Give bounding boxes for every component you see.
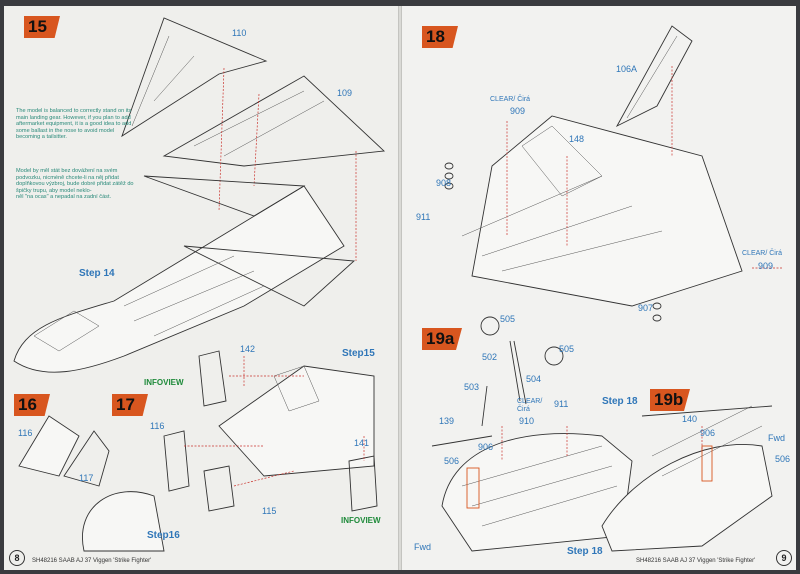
- part-506-label-step19a: 506: [444, 456, 460, 466]
- part-505-label-a: 505: [500, 314, 516, 324]
- instruction-spread: 15 110 109 Step 14 The model is balanced…: [4, 6, 796, 570]
- wing-part-109: [162, 75, 386, 167]
- part-503-rod: [481, 385, 488, 427]
- clear-909-right-label: CLEAR/ Čirá: [742, 250, 783, 257]
- step-16-ref: Step16: [147, 530, 180, 541]
- clear-909-right-num: 909: [758, 261, 774, 271]
- strut-503: [509, 340, 527, 405]
- part-148-label: 148: [569, 134, 585, 144]
- footer-right: SH48216 SAAB AJ 37 Viggen 'Strike Fighte…: [636, 558, 756, 564]
- part-115-label: 115: [262, 506, 277, 516]
- canopy-part-116: [18, 415, 80, 477]
- step-17-badge: 17: [112, 394, 148, 416]
- part-117-label: 117: [79, 473, 94, 483]
- part-506-label-step19b: 506: [775, 454, 791, 464]
- infoview-part-b: [348, 455, 378, 512]
- part-502-label: 502: [482, 352, 498, 362]
- part-911-label-step18: 911: [416, 212, 431, 222]
- clear-910-label: CLEAR/ Čirá: [517, 398, 543, 413]
- part-142-label: 142: [240, 344, 256, 354]
- left-page: 15 110 109 Step 14 The model is balanced…: [4, 6, 398, 570]
- part-907-a: [652, 302, 662, 310]
- part-110-label: 110: [232, 28, 247, 38]
- step-17-number: 17: [116, 395, 135, 414]
- door-part-139: [431, 435, 493, 447]
- part-908-c: [444, 182, 454, 190]
- infoview-label-top: INFOVIEW: [144, 378, 184, 387]
- step-19b-badge: 19b: [650, 389, 690, 411]
- balance-note-cz: Model by měl stát bez dovážení na svém p…: [16, 168, 134, 201]
- part-908-a: [444, 162, 454, 170]
- part-908-b: [444, 172, 454, 180]
- delta-wing-step15: [143, 175, 306, 217]
- step-19b-number: 19b: [654, 390, 684, 409]
- part-139-label: 139: [439, 416, 455, 426]
- part-908-label: 908: [436, 178, 452, 188]
- part-116-label-step17: 116: [150, 421, 165, 431]
- step-18-number: 18: [426, 27, 445, 46]
- door-part-140: [641, 405, 773, 417]
- seat-part-116: [163, 430, 190, 492]
- windscreen-part-117: [63, 430, 110, 487]
- step-19a-number: 19a: [426, 329, 455, 348]
- part-116-label-step16: 116: [18, 428, 33, 438]
- left-page-drawings: [13, 17, 386, 552]
- balance-note-en: The model is balanced to correctly stand…: [16, 108, 132, 141]
- part-505-label-b: 505: [559, 344, 575, 354]
- fin-part-110: [121, 17, 268, 138]
- part-504-label: 504: [526, 374, 542, 384]
- step-16-badge: 16: [14, 394, 50, 416]
- step-18-badge: 18: [422, 26, 458, 48]
- nose-cone-step16: [82, 491, 165, 552]
- clear-910-num: 910: [519, 416, 535, 426]
- canard-step15: [183, 245, 356, 307]
- seat-part-115: [203, 465, 235, 512]
- part-907-label: 907: [638, 303, 654, 313]
- step-19a-badge: 19a: [422, 328, 462, 350]
- step-16-number: 16: [18, 395, 37, 414]
- footer-left: SH48216 SAAB AJ 37 Viggen 'Strike Fighte…: [32, 558, 152, 564]
- bay-highlight-a: [466, 467, 480, 509]
- part-141-label: 141: [354, 438, 370, 448]
- infoview-part-a: [198, 350, 227, 407]
- part-503-label: 503: [464, 382, 480, 392]
- page-number-right: 9: [776, 550, 792, 566]
- step-15-badge: 15: [24, 16, 60, 38]
- part-906-label-step19a: 906: [478, 442, 494, 452]
- fuselage-step19a: [441, 433, 633, 552]
- cockpit-section-step17: [218, 365, 375, 477]
- bay-highlight-b: [701, 445, 713, 482]
- clear-909-top-label: CLEAR/ Čirá: [490, 96, 531, 103]
- fwd-arrow-step19a: Fwd: [414, 542, 432, 552]
- part-106A-label: 106A: [616, 64, 638, 74]
- part-907-b: [652, 314, 662, 322]
- fin-part-106A: [615, 25, 693, 128]
- step-18-ref-a: Step 18: [602, 396, 638, 407]
- fuselage-step19b: [601, 444, 773, 552]
- part-109-label: 109: [337, 88, 353, 98]
- right-page-drawings: [431, 25, 782, 552]
- part-906-label-step19b: 906: [700, 428, 716, 438]
- step-15-number: 15: [28, 17, 47, 36]
- step-14-ref: Step 14: [79, 268, 115, 279]
- fuselage-step15: [13, 185, 345, 373]
- part-140-label: 140: [682, 414, 698, 424]
- book-gutter: [398, 6, 402, 570]
- right-page: 18 106A CLEAR/ Čirá 909 148 908 911 CLEA…: [402, 6, 796, 570]
- clear-909-top-num: 909: [510, 106, 526, 116]
- page-number-left: 8: [9, 550, 25, 566]
- aircraft-step18: [471, 115, 743, 307]
- wheel-505-b: [544, 346, 564, 366]
- infoview-label-bottom: INFOVIEW: [341, 516, 381, 525]
- step-15-ref: Step15: [342, 348, 375, 359]
- wheel-505-a: [480, 316, 500, 336]
- fwd-arrow-step19b: Fwd: [768, 433, 786, 443]
- part-911-label-step19a: 911: [554, 399, 569, 409]
- step-18-ref-b: Step 18: [567, 546, 603, 557]
